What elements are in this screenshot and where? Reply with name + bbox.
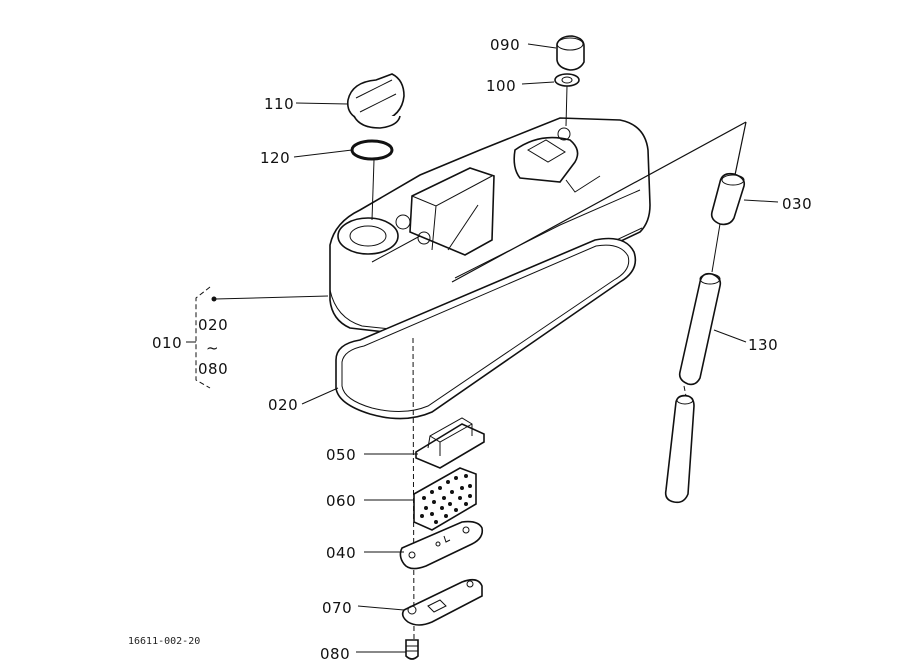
washer <box>554 73 580 87</box>
breather-pipe <box>710 172 746 226</box>
baffle-assembly-axis <box>412 337 415 641</box>
set-bracket <box>186 286 217 389</box>
callout-020: 020 <box>268 396 298 414</box>
callout-130: 130 <box>748 336 778 354</box>
cap-nut <box>556 35 585 71</box>
filler-cap <box>346 73 405 129</box>
callout-090: 090 <box>490 36 520 54</box>
callout-110: 110 <box>264 95 294 113</box>
gasket <box>335 237 637 420</box>
callout-120: 120 <box>260 149 290 167</box>
rocker-cover <box>329 117 651 337</box>
filter-element <box>413 467 477 531</box>
hose-routing-line <box>451 121 747 283</box>
baffle-cap <box>415 417 485 469</box>
callout-040: 040 <box>326 544 356 562</box>
callout-030: 030 <box>782 195 812 213</box>
callout-010: 010 <box>152 334 182 352</box>
callout-050: 050 <box>326 446 356 464</box>
nut-assembly-line <box>565 85 568 127</box>
pipe-assembly-line <box>711 223 721 273</box>
cap-assembly-line <box>371 159 375 221</box>
callout-070: 070 <box>322 599 352 617</box>
hose-routing-line-2 <box>734 121 747 176</box>
baffle-plate <box>399 520 484 570</box>
figure-code: 16611-002-20 <box>128 636 200 647</box>
breather-hose <box>664 272 722 504</box>
callout-010-range-start: 020 <box>198 316 228 334</box>
callout-060: 060 <box>326 492 356 510</box>
callout-010-range-end: 080 <box>198 360 228 378</box>
callout-010-range-tilde: ~ <box>206 339 219 357</box>
leader-lines <box>214 43 779 653</box>
o-ring <box>350 139 394 161</box>
callout-080: 080 <box>320 645 350 663</box>
screw <box>405 639 419 660</box>
lower-plate <box>401 578 483 626</box>
callout-100: 100 <box>486 77 516 95</box>
